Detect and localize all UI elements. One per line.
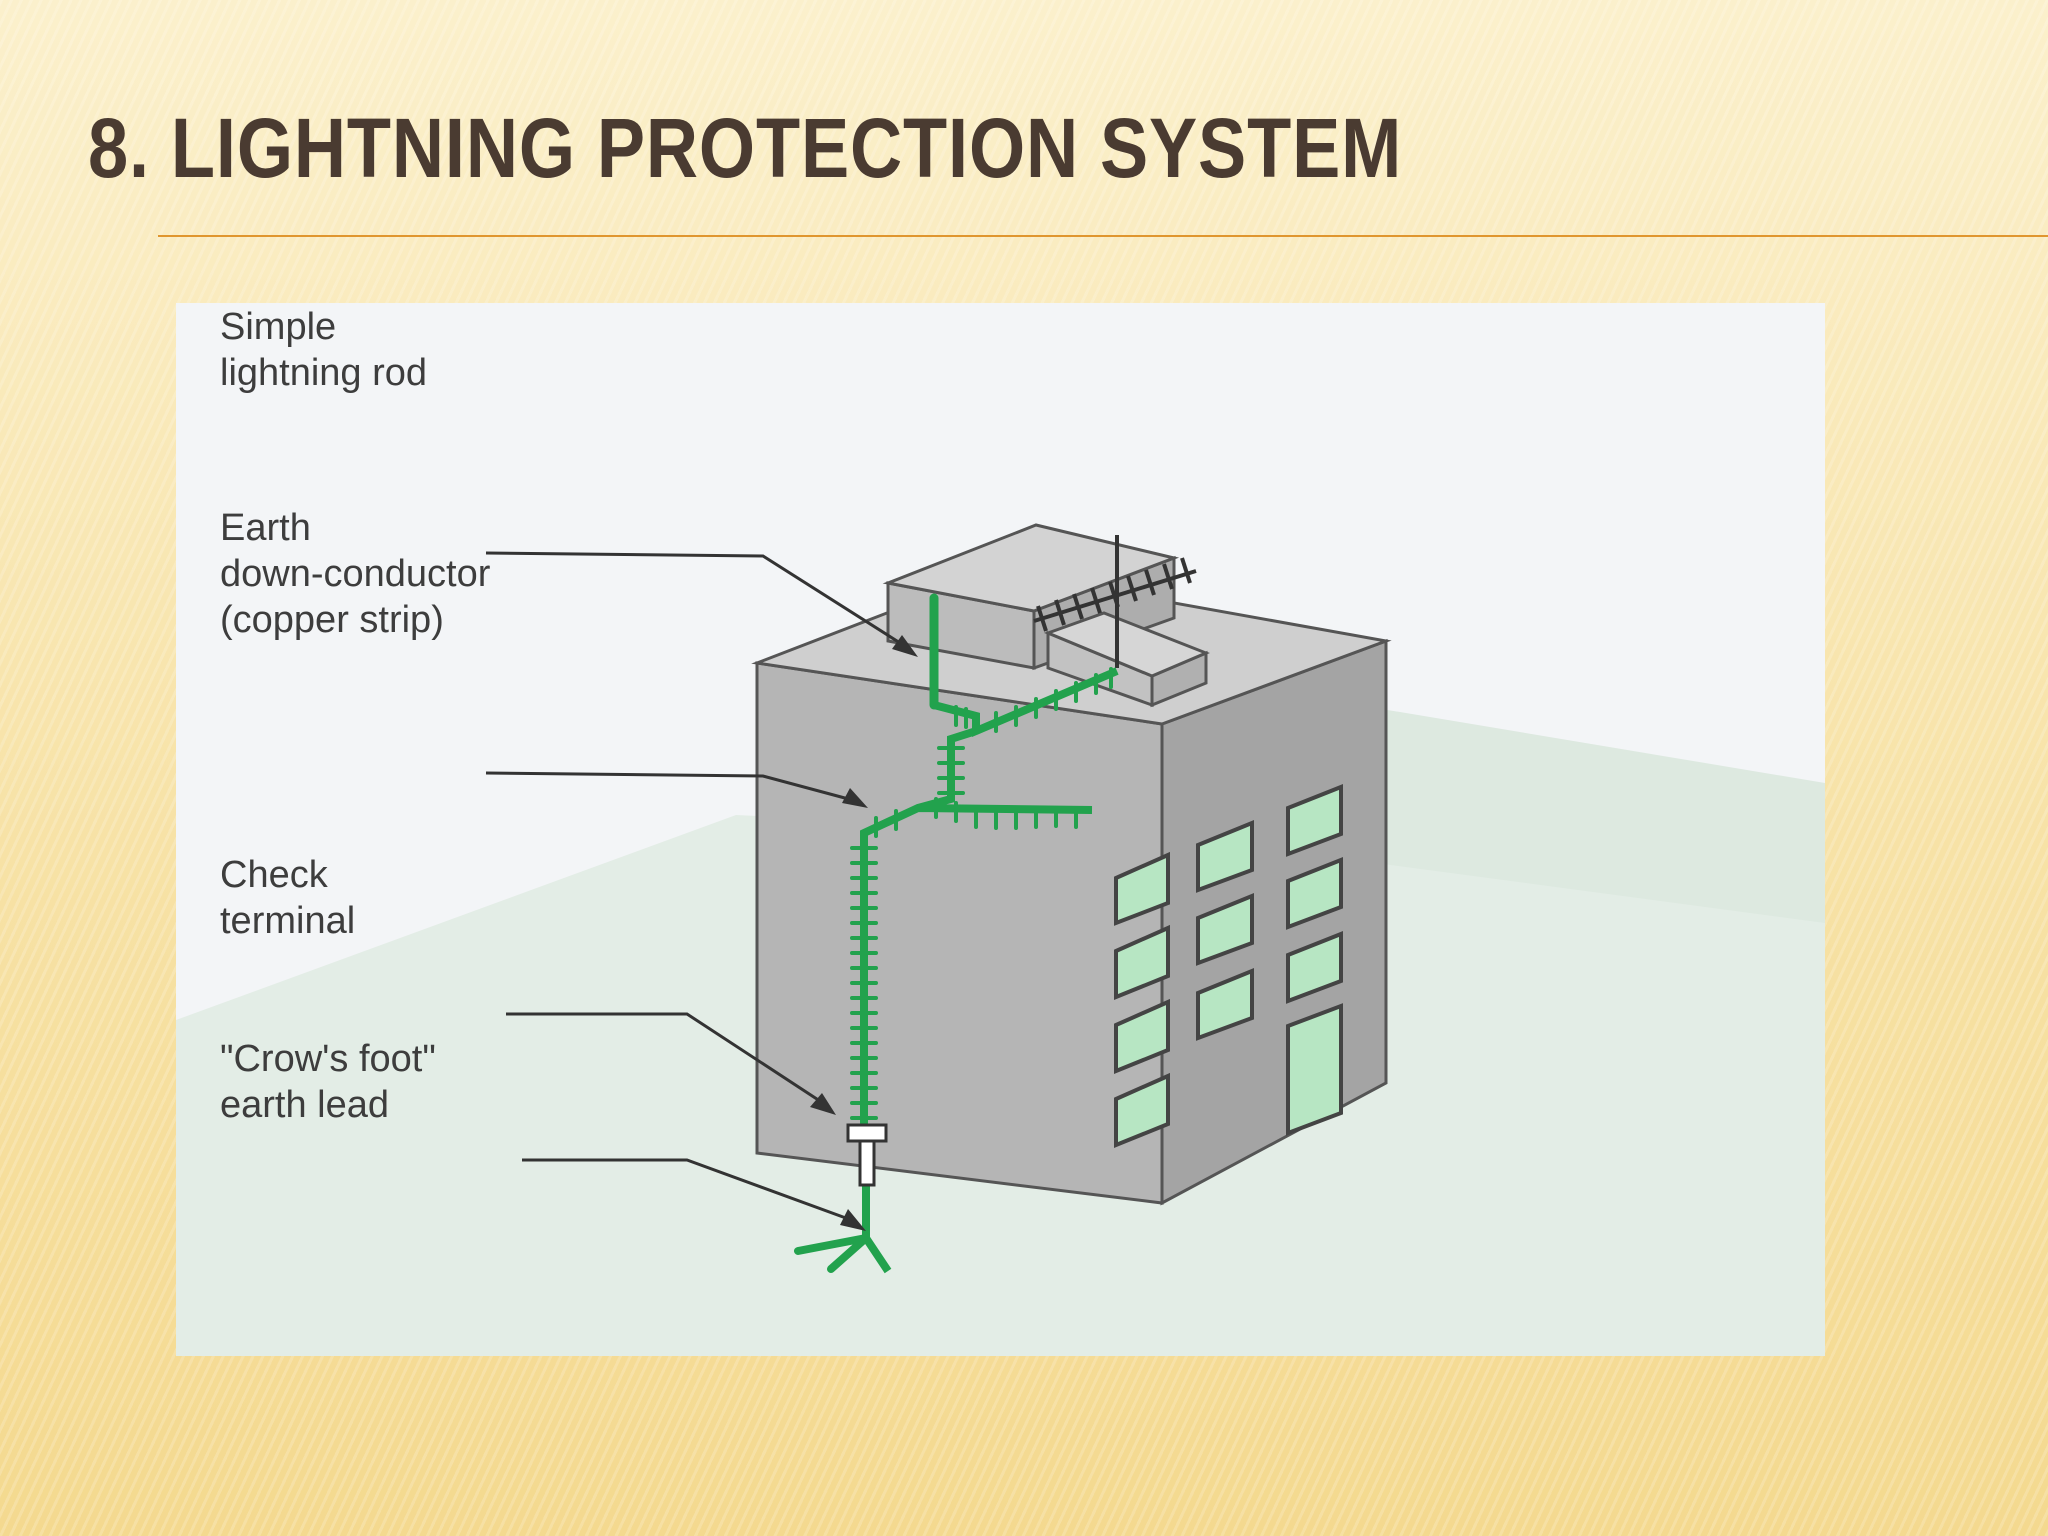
label-line: "Crow's foot"	[220, 1038, 436, 1080]
leader-arrowheads	[810, 635, 918, 1231]
window	[1196, 820, 1254, 893]
roof-box-top	[882, 523, 1180, 613]
entrance-door	[1286, 1003, 1343, 1136]
label-line: terminal	[220, 900, 356, 942]
leader-lightning-rod	[485, 551, 909, 650]
title-divider	[158, 235, 2048, 237]
windows-right-column	[1286, 784, 1343, 1004]
label-down-conductor: Earth down-conductor (copper strip)	[220, 505, 490, 643]
window	[1114, 998, 1170, 1074]
leader-check-terminal	[506, 1012, 827, 1107]
tv-antenna	[1033, 535, 1197, 668]
label-line: earth lead	[220, 1084, 390, 1126]
slide-title: 8. LIGHTNING PROTECTION SYSTEM	[88, 101, 1403, 195]
crows-foot-prongs	[794, 1231, 892, 1274]
window	[1196, 968, 1254, 1041]
label-line: Check	[220, 854, 328, 896]
window	[1114, 1072, 1170, 1148]
check-terminal	[846, 1123, 888, 1187]
diagram-drawing	[176, 523, 1825, 1356]
lightning-protection-diagram: Simple lightning rod Earth down-conducto…	[176, 303, 1825, 1356]
arrowhead	[842, 788, 868, 808]
label-check-terminal: Check terminal	[220, 852, 355, 944]
window	[1114, 924, 1170, 1000]
building-left-face	[755, 661, 1164, 1205]
leader-crows-foot	[522, 1158, 855, 1223]
window	[1196, 893, 1254, 966]
label-line: lightning rod	[220, 352, 428, 394]
down-conductor-ticks	[850, 667, 1113, 1120]
windows-middle-column	[1196, 820, 1254, 1041]
windows-left-column	[1114, 851, 1170, 1148]
leader-lines	[485, 551, 909, 1223]
leader-down-conductor	[485, 771, 857, 803]
label-line: Earth	[220, 507, 311, 549]
label-line: (copper strip)	[220, 599, 444, 641]
label-line: Simple	[220, 306, 337, 348]
lightning-conductor	[794, 593, 1119, 1274]
rooftop-structure	[882, 523, 1210, 708]
window	[1286, 784, 1343, 857]
arrowhead	[840, 1209, 866, 1231]
arrowhead	[810, 1093, 836, 1115]
arrowhead	[892, 635, 918, 657]
window	[1286, 931, 1343, 1004]
label-lightning-rod: Simple lightning rod	[220, 304, 427, 396]
label-crows-foot: "Crow's foot" earth lead	[220, 1036, 436, 1128]
window	[1114, 851, 1170, 926]
window	[1286, 857, 1343, 930]
down-conductor-path	[860, 667, 1119, 1127]
label-line: down-conductor	[220, 553, 491, 595]
